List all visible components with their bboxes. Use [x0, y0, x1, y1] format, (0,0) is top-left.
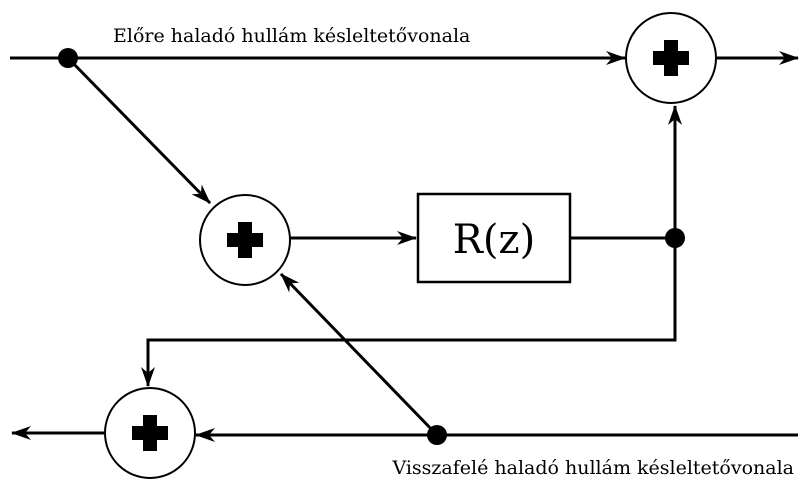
feedback-down-wire — [141, 238, 677, 387]
filter-block — [416, 192, 572, 284]
output-adder-bottom — [104, 387, 196, 479]
tap-to-middle-adder-wire — [66, 56, 212, 205]
forward-line-label: Előre haladó hullám késleltetővonala — [113, 25, 470, 47]
backward-line-label: Visszafelé haladó hullám késleltetővonal… — [391, 457, 794, 479]
middle-adder — [199, 194, 291, 286]
tap-from-bottom-wire — [279, 272, 439, 437]
filter-label: R(z) — [453, 217, 535, 263]
output-adder-top — [625, 12, 717, 104]
